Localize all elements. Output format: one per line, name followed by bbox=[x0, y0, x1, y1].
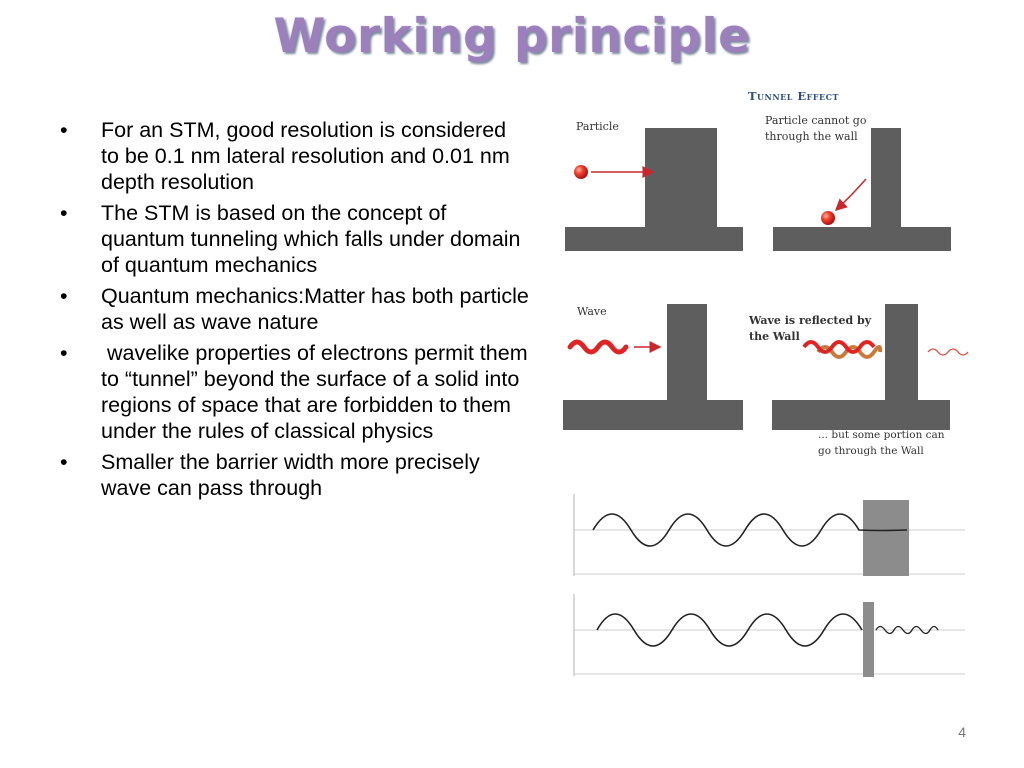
bullet-marker: • bbox=[60, 284, 68, 308]
bullet-text: Quantum mechanics:Matter has both partic… bbox=[101, 284, 529, 334]
bullet-text: wavelike properties of electrons permit … bbox=[101, 341, 534, 443]
tunnel-effect-figure: Tunnel Effect Particle Particle cannot g… bbox=[560, 82, 970, 682]
transmitted-wave bbox=[875, 625, 939, 635]
bullet-text: The STM is based on the concept of quant… bbox=[101, 201, 521, 277]
particle bbox=[574, 165, 588, 179]
wave-label: Wave bbox=[577, 305, 607, 318]
incident-wave bbox=[802, 340, 876, 354]
bullet-item: • For an STM, good resolution is consider… bbox=[60, 117, 530, 195]
wall bbox=[645, 128, 717, 228]
wall-base bbox=[773, 227, 951, 251]
page-number: 4 bbox=[958, 724, 966, 740]
wall bbox=[871, 128, 901, 228]
transmitted-wave bbox=[927, 348, 969, 356]
wall-base bbox=[565, 227, 743, 251]
wall bbox=[667, 304, 707, 401]
panel-thin-barrier bbox=[573, 594, 965, 677]
bullet-text: For an STM, good resolution is considere… bbox=[101, 118, 510, 194]
bullet-item: • Smaller the barrier width more precisel… bbox=[60, 449, 530, 501]
bullet-list: • For an STM, good resolution is consider… bbox=[60, 117, 530, 506]
particle bbox=[821, 211, 835, 225]
reflected-label-line1: Wave is reflected by bbox=[748, 314, 872, 327]
panel-wave-reflected: Wave is reflected by the Wall ... but so… bbox=[748, 304, 969, 457]
bullet-marker: • bbox=[60, 450, 68, 474]
figure-heading: Tunnel Effect bbox=[748, 89, 839, 103]
decaying-wave bbox=[592, 513, 908, 547]
wall-base bbox=[772, 400, 950, 430]
wave bbox=[567, 339, 629, 355]
thin-barrier bbox=[863, 602, 874, 677]
blocked-label-line1: Particle cannot go bbox=[765, 114, 867, 127]
wall-base bbox=[563, 400, 743, 430]
bounce-arrow bbox=[834, 178, 867, 212]
through-label-line2: go through the Wall bbox=[818, 445, 924, 457]
bullet-item: • The STM is based on the concept of quan… bbox=[60, 200, 530, 278]
bullet-text: Smaller the barrier width more precisely… bbox=[101, 450, 480, 500]
panel-particle-blocked: Particle cannot go through the wall bbox=[765, 114, 951, 251]
through-label-line1: ... but some portion can bbox=[818, 429, 945, 441]
particle-label: Particle bbox=[576, 120, 619, 133]
blocked-label-line2: through the wall bbox=[765, 130, 858, 143]
wall bbox=[885, 304, 918, 401]
slide-title: Working principle bbox=[273, 9, 751, 64]
bullet-marker: • bbox=[60, 341, 68, 365]
bullet-marker: • bbox=[60, 118, 68, 142]
bullet-item: • wavelike properties of electrons permi… bbox=[60, 340, 530, 444]
reflected-label-line2: the Wall bbox=[749, 330, 800, 343]
thick-barrier bbox=[863, 500, 909, 576]
bullet-item: • Quantum mechanics:Matter has both parti… bbox=[60, 283, 530, 335]
panel-wave-approach: Wave bbox=[563, 304, 743, 430]
bullet-marker: • bbox=[60, 201, 68, 225]
panel-thick-barrier bbox=[573, 494, 965, 576]
tunnel-effect-svg: Tunnel Effect Particle Particle cannot g… bbox=[563, 89, 969, 677]
panel-particle-approach: Particle bbox=[565, 120, 743, 251]
incident-wave bbox=[596, 613, 863, 647]
